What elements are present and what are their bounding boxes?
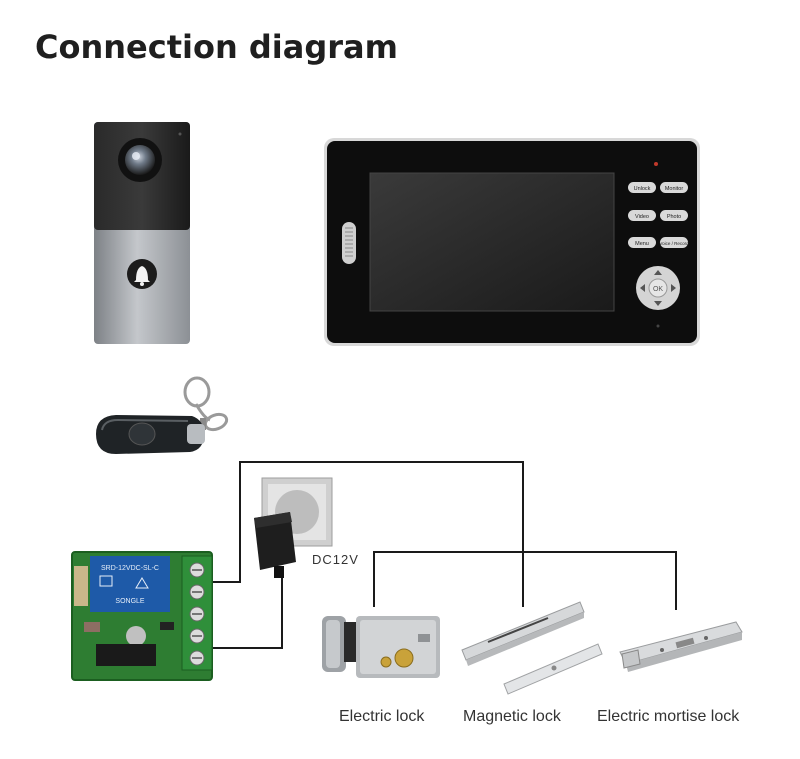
relay-model-text: SRD-12VDC-SL-C bbox=[101, 565, 159, 572]
wire-relay-to-adapter bbox=[212, 576, 283, 649]
monitor-menu-label: Menu bbox=[635, 241, 649, 247]
page-title: Connection diagram bbox=[35, 28, 398, 66]
monitor-video-button bbox=[628, 210, 656, 221]
relay bbox=[90, 556, 170, 612]
relay-brand-text: SONGLE bbox=[115, 598, 145, 605]
indoor-monitor: Unlock Monitor Video Photo Menu Voice / … bbox=[324, 138, 700, 346]
bell-icon bbox=[134, 266, 150, 286]
electric-mortise-lock bbox=[619, 621, 743, 672]
dpad-up-arrow-icon bbox=[654, 270, 662, 275]
monitor-video-label: Video bbox=[635, 214, 649, 220]
monitor-photo-button bbox=[660, 210, 688, 221]
monitor-voice-button bbox=[660, 237, 688, 248]
monitor-menu-button bbox=[628, 237, 656, 248]
electric-lock-label: Electric lock bbox=[339, 708, 425, 725]
wire-relay-to-magnetic-lock bbox=[212, 461, 524, 607]
power-label: DC12V bbox=[312, 552, 359, 567]
monitor-voice-label: Voice / Record bbox=[659, 241, 689, 246]
dpad-down-arrow-icon bbox=[654, 301, 662, 306]
remote-key-fob bbox=[96, 376, 229, 454]
monitor-unlock-button bbox=[628, 182, 656, 193]
monitor-unlock-label: Unlock bbox=[634, 186, 651, 192]
monitor-ok-label: OK bbox=[653, 286, 663, 293]
electric-lock bbox=[322, 616, 440, 678]
monitor-monitor-label: Monitor bbox=[665, 186, 684, 192]
doorbell-camera bbox=[94, 122, 190, 344]
monitor-monitor-button bbox=[660, 182, 688, 193]
electric-mortise-lock-label: Electric mortise lock bbox=[597, 708, 740, 725]
power-adapter bbox=[254, 477, 333, 578]
relay-board: SRD-12VDC-SL-C SONGLE bbox=[71, 551, 213, 681]
magnetic-lock-label: Magnetic lock bbox=[463, 708, 561, 725]
monitor-photo-label: Photo bbox=[667, 214, 681, 220]
wire-lock-bus bbox=[373, 551, 677, 610]
magnetic-lock bbox=[461, 601, 603, 695]
dpad-left-arrow-icon bbox=[640, 284, 645, 292]
dpad-right-arrow-icon bbox=[671, 284, 676, 292]
